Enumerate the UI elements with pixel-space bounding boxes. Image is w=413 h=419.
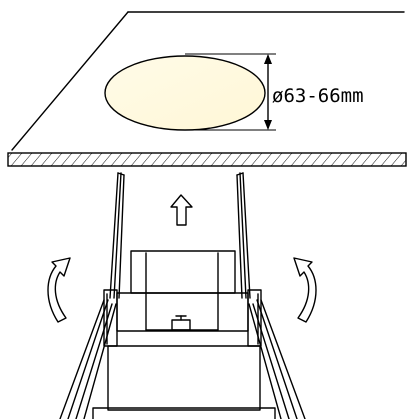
right-rotate-arrow-icon — [293, 257, 317, 323]
cutout-diameter-label: ø63-66mm — [272, 85, 364, 107]
cutout-hole — [104, 55, 266, 131]
up-arrow-icon — [170, 194, 193, 226]
right-clip-legs — [248, 299, 306, 419]
dimension-line — [185, 53, 276, 131]
left-rotate-arrow-icon — [47, 257, 71, 323]
ceiling-section — [7, 152, 407, 167]
left-spring-clip — [109, 172, 125, 299]
right-spring-clip — [236, 172, 251, 299]
left-clip-legs — [59, 299, 117, 419]
ceiling-panel — [11, 11, 405, 151]
